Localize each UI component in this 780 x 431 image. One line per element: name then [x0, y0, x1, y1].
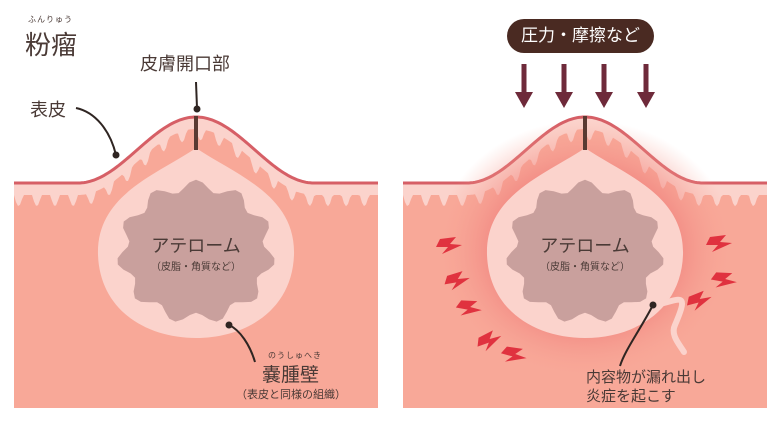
title: 粉瘤	[25, 31, 78, 61]
lightning-icon	[706, 235, 732, 252]
atheroma-label-right: アテローム	[540, 236, 630, 257]
lightning-icon	[444, 271, 470, 291]
pressure-arrow-head	[595, 92, 613, 108]
skin-opening	[583, 116, 587, 150]
leak-label-line2: 炎症を起こす	[586, 387, 676, 405]
epidermis-leader	[75, 107, 117, 156]
pressure-arrow-shaft	[521, 64, 527, 94]
pressure-badge: 圧力・摩擦など	[507, 19, 654, 53]
atheroma-sub-left: （皮脂・角質など）	[151, 262, 241, 273]
pressure-arrow-shaft	[601, 64, 607, 94]
skin-opening-label: 皮膚開口部	[140, 54, 230, 75]
lightning-icon	[455, 300, 482, 316]
opening-dot	[193, 105, 201, 113]
leak-dot	[649, 301, 657, 309]
pressure-arrow-head	[637, 92, 655, 108]
pressure-arrow-shaft	[561, 64, 567, 94]
lightning-icon	[710, 272, 737, 288]
lightning-icon	[500, 346, 527, 362]
leak-trail	[652, 296, 687, 355]
leak-label-line1: 内容物が漏れ出し	[586, 368, 707, 386]
cyst-wall-dot	[225, 321, 233, 329]
cyst-wall-sub: （表皮と同様の組織）	[236, 388, 346, 401]
epidermis-label: 表皮	[30, 100, 66, 121]
atheroma	[506, 179, 664, 322]
skin-opening	[194, 116, 198, 150]
epidermis-dot	[112, 151, 120, 159]
opening-leader	[195, 81, 198, 109]
lightning-icon	[436, 237, 462, 254]
pressure-arrow-head	[515, 92, 533, 108]
cyst-wall-ruby: のうしゅへき	[268, 351, 322, 360]
leak-leader	[619, 304, 654, 367]
pressure-arrow-head	[555, 92, 573, 108]
lightning-icon	[477, 330, 502, 352]
lightning-icon	[686, 290, 712, 311]
atheroma-sub-right: （皮脂・角質など）	[540, 262, 630, 273]
atheroma-label-left: アテローム	[151, 236, 241, 257]
atheroma	[117, 179, 275, 322]
left-panel	[14, 81, 378, 408]
title-ruby: ふんりゅう	[28, 15, 73, 24]
epidermis	[14, 117, 378, 207]
right-panel	[403, 64, 767, 408]
pressure-arrow-shaft	[643, 64, 649, 94]
cyst-wall-label: 嚢腫壁	[262, 364, 320, 386]
